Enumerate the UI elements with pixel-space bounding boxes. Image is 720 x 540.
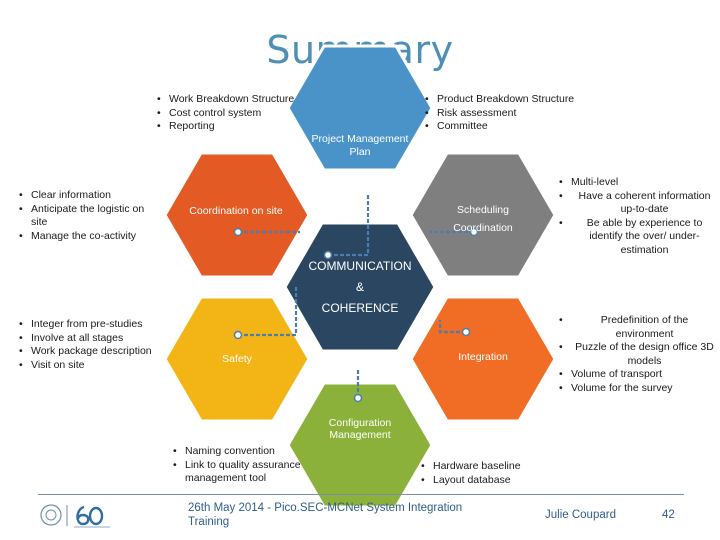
label-integration: Integration [458, 351, 508, 363]
bullet-item: Naming convention [172, 445, 322, 459]
bullet-item: Volume for the survey [558, 382, 718, 396]
bullet-item: Work Breakdown Structure [156, 93, 326, 107]
node-bottom [353, 393, 363, 403]
bullet-item: Work package description [18, 345, 178, 359]
bullet-item: Integer from pre-studies [18, 318, 178, 332]
cern-60-logo-icon [40, 504, 110, 528]
bullet-item: Visit on site [18, 359, 178, 373]
node-right-lower [461, 327, 471, 337]
footer-event: 26th May 2014 - Pico.SEC-MCNet System In… [188, 502, 463, 528]
bullet-item: Predefinition of the environment [558, 314, 718, 341]
bullet-item: Anticipate the logistic on site [18, 203, 162, 230]
bullet-item: Clear information [18, 189, 162, 203]
bullets-left-upper: Clear information Anticipate the logisti… [18, 189, 162, 243]
bullets-left-lower: Integer from pre-studies Involve at all … [18, 318, 178, 372]
center-line-1: COMMUNICATION [308, 259, 412, 273]
center-line-2: & [355, 280, 364, 294]
node-right-upper [469, 227, 479, 237]
footer-divider [38, 494, 684, 495]
bullets-bottom-left: Naming convention Link to quality assura… [172, 445, 322, 486]
bullet-item: Product Breakdown Structure [424, 93, 604, 107]
connector-top [328, 195, 370, 257]
hex-configuration-management [286, 381, 434, 509]
bullet-item: Layout database [420, 474, 560, 488]
connector-left-lower [238, 286, 298, 337]
bullet-item: Committee [424, 120, 604, 134]
bullets-top-left: Work Breakdown Structure Cost control sy… [156, 93, 326, 134]
label-communication-coherence: COMMUNICATION & COHERENCE [290, 256, 430, 319]
hex-coordination-on-site [163, 151, 311, 279]
footer-page-number: 42 [662, 509, 675, 521]
node-left-upper [233, 227, 243, 237]
hex-scheduling-coordination [409, 151, 557, 279]
bullet-item: Hardware baseline [420, 460, 560, 474]
bullet-item: Cost control system [156, 107, 326, 121]
footer-author: Julie Coupard [545, 509, 616, 521]
hex-integration [409, 295, 557, 423]
bullet-item: Puzzle of the design office 3D models [558, 341, 718, 368]
hex-communication-coherence [283, 221, 437, 353]
bullet-item: Risk assessment [424, 107, 604, 121]
connector-nodes [233, 227, 479, 403]
label-safety: Safety [222, 353, 252, 365]
bullet-item: Have a coherent information up-to-date [558, 190, 718, 217]
node-left-lower [233, 330, 243, 340]
bullet-item: Reporting [156, 120, 326, 134]
bullets-top-right: Product Breakdown Structure Risk assessm… [424, 93, 604, 134]
connector-right-lower [438, 320, 466, 334]
bullets-right-lower: Predefinition of the environment Puzzle … [558, 314, 718, 395]
hex-safety [163, 295, 311, 423]
bullet-item: Volume of transport [558, 368, 718, 382]
bullet-item: Manage the co-activity [18, 230, 162, 244]
bullet-item: Be able by experience to identify the ov… [558, 217, 718, 258]
label-project-management: Project Management Plan [311, 133, 409, 158]
label-coordination-on-site: Coordination on site [189, 205, 283, 217]
label-scheduling-coordination: Scheduling Coordination [453, 204, 513, 234]
center-line-3: COHERENCE [321, 301, 399, 315]
label-configuration-management: Configuration Management [328, 417, 392, 441]
bullet-item: Link to quality assurance management too… [172, 459, 322, 486]
node-top [323, 250, 333, 260]
bullets-bottom-right: Hardware baseline Layout database [420, 460, 560, 487]
bullet-item: Multi-level [558, 176, 718, 190]
bullet-item: Involve at all stages [18, 332, 178, 346]
bullets-right-upper: Multi-level Have a coherent information … [558, 176, 718, 257]
connector-lines [238, 195, 474, 398]
